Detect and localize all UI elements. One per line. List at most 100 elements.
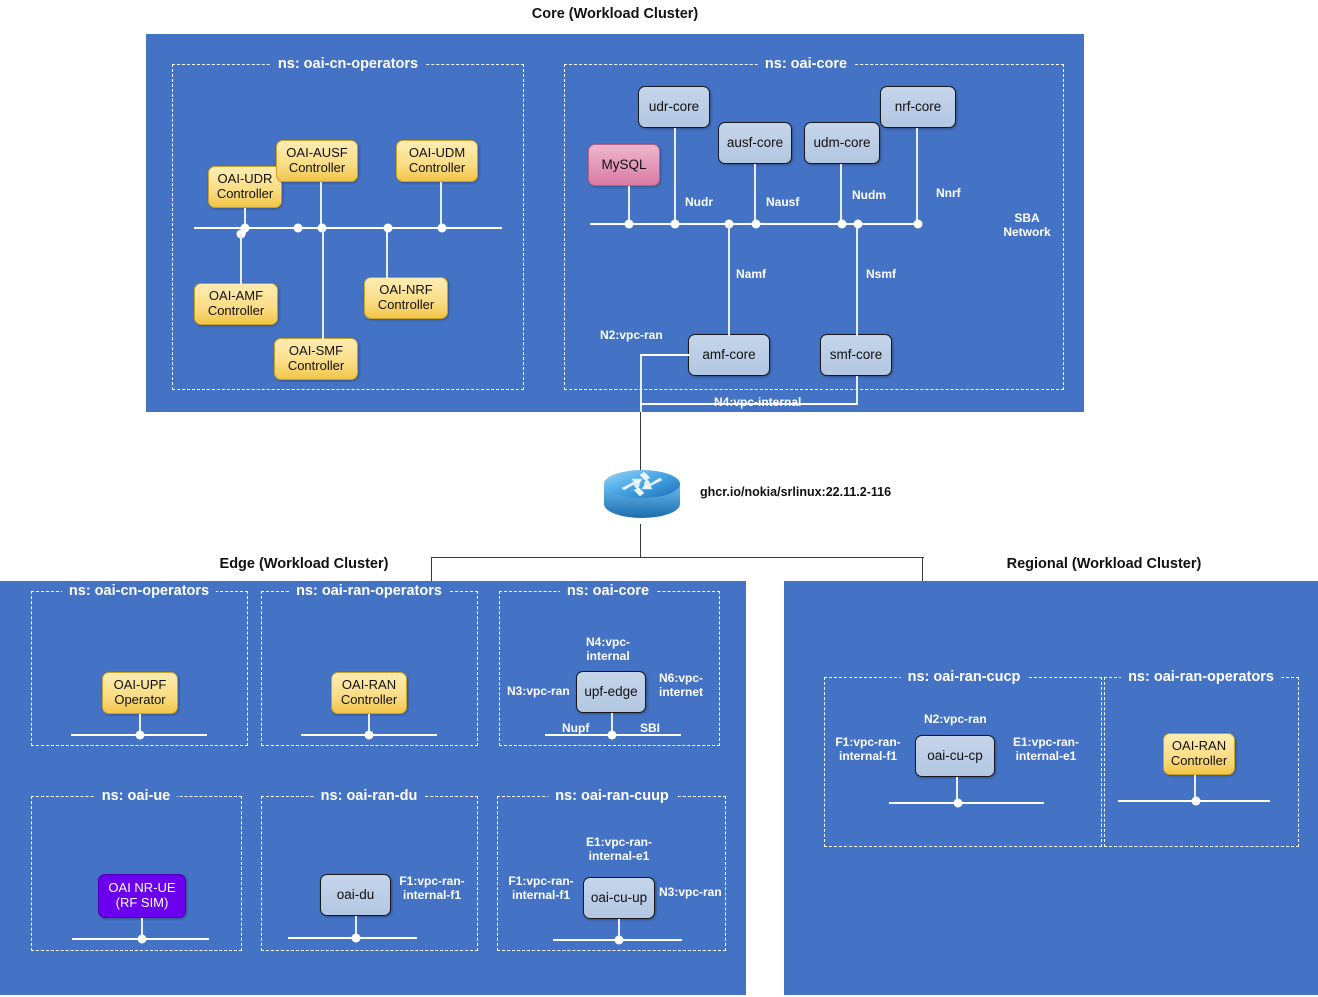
link-smf-bus <box>322 228 324 340</box>
node-udm-core[interactable]: udm-core <box>804 122 880 164</box>
link-udr-bus <box>244 208 246 234</box>
node-oai-smf-controller[interactable]: OAI-SMF Controller <box>274 338 358 380</box>
bus-dot-ausf-core <box>751 219 761 229</box>
label-n4-vpc-internal: N4:vpc-internal <box>714 395 802 409</box>
link-ausf-bus <box>320 182 322 228</box>
router-image-label: ghcr.io/nokia/srlinux:22.11.2-116 <box>700 485 892 499</box>
ns-edge-ran-operators-label: ns: oai-ran-operators <box>289 583 449 599</box>
link-amf-bus <box>240 234 242 284</box>
n4-horizontal <box>640 403 858 405</box>
bus-dot-udm <box>437 223 447 233</box>
ns-edge-ran-cuup-label: ns: oai-ran-cuup <box>548 788 676 804</box>
node-oai-ausf-controller[interactable]: OAI-AUSF Controller <box>276 140 358 182</box>
ns-regional-ran-operators-label: ns: oai-ran-operators <box>1121 669 1281 685</box>
sba-network-label: SBA Network <box>1003 211 1051 239</box>
ns-core-cn-operators-label: ns: oai-cn-operators <box>270 56 426 72</box>
link-ausf-core-bus <box>754 164 756 224</box>
ns-regional-ran-cucp-label: ns: oai-ran-cucp <box>900 669 1028 685</box>
link-nr-ue-bus <box>141 918 143 938</box>
link-mysql-bus <box>628 186 630 224</box>
bus-dot-udr <box>240 223 250 233</box>
link-oai-cu-up-bus <box>618 919 620 939</box>
label-nupf: Nupf <box>562 721 590 735</box>
router-to-edge-line <box>431 557 433 582</box>
link-udr-core-bus <box>674 128 676 224</box>
label-sbi: SBI <box>640 721 661 735</box>
n2-vertical-down <box>640 354 642 412</box>
router-down-line <box>640 524 642 558</box>
bus-dot-nrf-core <box>913 219 923 229</box>
bus-dot-edge-ran-controller <box>364 730 374 740</box>
link-oai-du-bus <box>355 916 357 937</box>
node-ausf-core[interactable]: ausf-core <box>718 122 792 164</box>
edge-cluster-title: Edge (Workload Cluster) <box>219 556 389 572</box>
bus-dot-udr-core <box>670 219 680 229</box>
regional-cluster-title: Regional (Workload Cluster) <box>1006 556 1202 572</box>
bus-dot-upf-operator <box>135 730 145 740</box>
node-oai-upf-operator[interactable]: OAI-UPF Operator <box>102 672 178 714</box>
core-cluster-panel: ns: oai-cn-operators OAI-UDR Controller … <box>146 34 1084 412</box>
bus-dot-oai-cu-cp <box>953 798 963 808</box>
node-regional-oai-ran-controller[interactable]: OAI-RAN Controller <box>1163 733 1235 775</box>
ns-edge-cn-operators-label: ns: oai-cn-operators <box>61 583 217 599</box>
label-n2-vpc-ran-core: N2:vpc-ran <box>600 328 663 342</box>
bus-dot-udm-core <box>837 219 847 229</box>
node-oai-cu-cp[interactable]: oai-cu-cp <box>915 735 995 777</box>
label-nudm: Nudm <box>852 188 886 202</box>
label-nudr: Nudr <box>685 195 713 209</box>
regional-cucp-bus <box>889 802 1044 804</box>
node-oai-amf-controller[interactable]: OAI-AMF Controller <box>194 283 278 325</box>
node-oai-nrf-controller[interactable]: OAI-NRF Controller <box>364 277 448 319</box>
node-oai-du[interactable]: oai-du <box>320 874 391 916</box>
label-cucp-f1: F1:vpc-ran- internal-f1 <box>835 735 901 763</box>
label-nausf: Nausf <box>766 195 800 209</box>
node-udr-core[interactable]: udr-core <box>638 86 710 128</box>
label-edge-n4-vpc-internal: N4:vpc- internal <box>585 635 630 663</box>
node-nrf-core[interactable]: nrf-core <box>880 86 956 128</box>
bus-dot-mysql <box>624 219 634 229</box>
label-du-f1: F1:vpc-ran- internal-f1 <box>399 874 465 902</box>
label-edge-n6-vpc-internet: N6:vpc- internet <box>658 671 703 699</box>
link-smf-core-sba <box>856 224 858 336</box>
ns-edge-oai-core-label: ns: oai-core <box>559 583 657 599</box>
regional-cluster-panel: ns: oai-ran-cucp N2:vpc-ran F1:vpc-ran- … <box>784 581 1318 995</box>
node-upf-edge[interactable]: upf-edge <box>576 671 646 713</box>
node-oai-nr-ue[interactable]: OAI NR-UE (RF SIM) <box>98 874 186 918</box>
label-namf: Namf <box>736 267 767 281</box>
node-mysql[interactable]: MySQL <box>588 144 660 186</box>
label-edge-n3-vpc-ran: N3:vpc-ran <box>507 684 570 698</box>
label-cuup-n3: N3:vpc-ran <box>659 885 722 899</box>
label-cuup-e1: E1:vpc-ran- internal-e1 <box>585 835 653 863</box>
label-nsmf: Nsmf <box>866 267 897 281</box>
n4-smf-down <box>856 376 858 404</box>
link-udm-core-bus <box>840 164 842 224</box>
core-cluster-title: Core (Workload Cluster) <box>531 6 699 22</box>
router-icon[interactable] <box>600 462 684 524</box>
node-edge-oai-ran-controller[interactable]: OAI-RAN Controller <box>331 672 407 714</box>
link-upf-operator-bus <box>139 714 141 734</box>
label-cuup-f1: F1:vpc-ran- internal-f1 <box>508 874 574 902</box>
node-amf-core[interactable]: amf-core <box>688 334 770 376</box>
ns-edge-oai-core <box>499 591 720 746</box>
link-nrf-bus <box>386 228 388 278</box>
ns-edge-oai-ue-label: ns: oai-ue <box>94 788 178 804</box>
node-oai-cu-up[interactable]: oai-cu-up <box>583 877 655 919</box>
core-to-router-line <box>640 412 642 470</box>
ns-edge-ran-du-label: ns: oai-ran-du <box>313 788 425 804</box>
node-smf-core[interactable]: smf-core <box>820 334 892 376</box>
link-upf-edge-bus <box>611 713 613 734</box>
label-cucp-e1: E1:vpc-ran- internal-e1 <box>1012 735 1080 763</box>
bus-dot-upf-edge <box>607 730 617 740</box>
bus-dot-oai-du <box>351 933 361 943</box>
label-nnrf: Nnrf <box>936 186 961 200</box>
cn-operators-bus <box>194 227 502 229</box>
node-oai-udr-controller[interactable]: OAI-UDR Controller <box>208 166 282 208</box>
link-nrf-core-bus <box>916 128 918 224</box>
bus-dot-regional-ran-controller <box>1191 796 1201 806</box>
node-oai-udm-controller[interactable]: OAI-UDM Controller <box>396 140 478 182</box>
bus-dot-oai-cu-up <box>614 935 624 945</box>
bus-dot-smf <box>293 223 303 233</box>
ns-core-oai-core-label: ns: oai-core <box>757 56 855 72</box>
n2-horizontal <box>640 354 690 356</box>
link-amf-core-sba <box>728 224 730 336</box>
